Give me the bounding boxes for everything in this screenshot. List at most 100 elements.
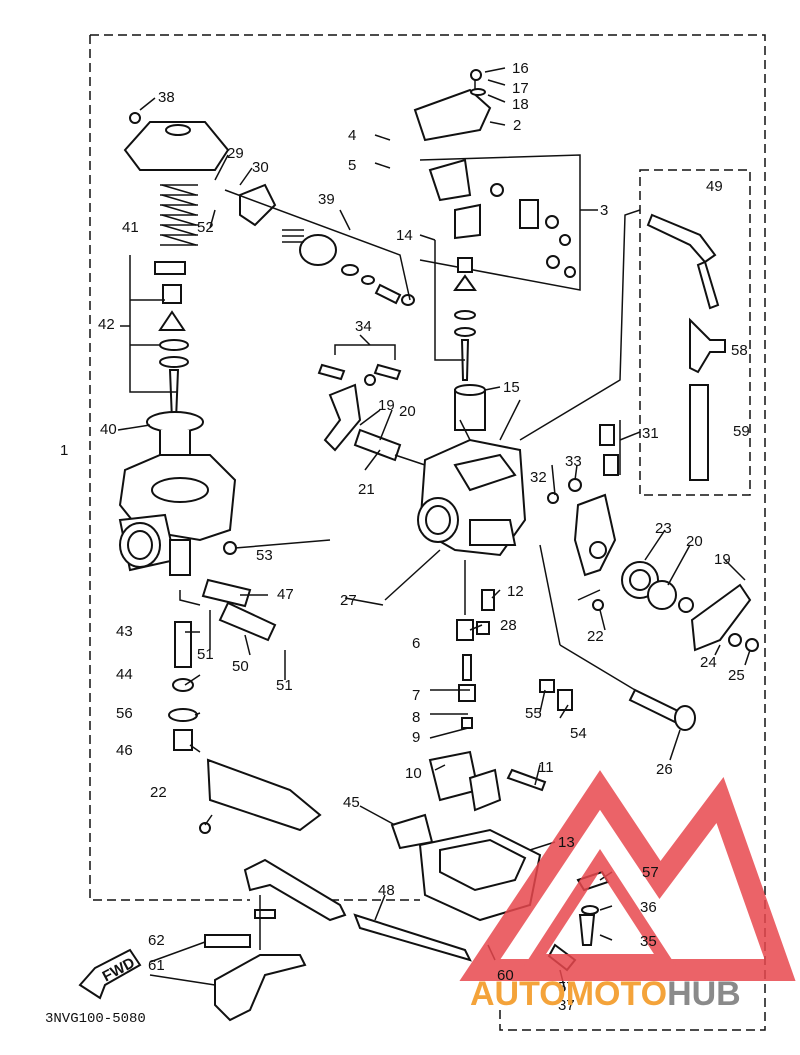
tube-47-50 xyxy=(201,578,277,642)
jets-left-stack xyxy=(168,621,198,751)
part-label-26: 26 xyxy=(656,761,673,778)
carburetor-main-body xyxy=(417,399,527,557)
part-label-21: 21 xyxy=(358,481,375,498)
part-label-5: 5 xyxy=(348,157,356,174)
part-label-51: 51 xyxy=(276,677,293,694)
part-label-25: 25 xyxy=(728,667,745,684)
hose-group-boundary xyxy=(639,169,751,496)
part-label-12: 12 xyxy=(507,583,524,600)
fwd-arrow xyxy=(78,948,142,1000)
part-label-13: 13 xyxy=(558,834,575,851)
hose-bottom-61-62 xyxy=(204,858,472,1022)
part-label-23: 23 xyxy=(655,520,672,537)
bracket-42 xyxy=(129,255,178,393)
adjust-screw-26 xyxy=(539,544,696,731)
part-label-47: 47 xyxy=(277,586,294,603)
top-cover-2 xyxy=(413,69,492,142)
part-label-4: 4 xyxy=(348,127,356,144)
part-label-58: 58 xyxy=(731,342,748,359)
watermark-logo xyxy=(459,770,796,981)
tube-link xyxy=(179,590,201,606)
drawing-code: 3NVG100-5080 xyxy=(45,1011,146,1027)
spring-23-20 xyxy=(621,561,677,610)
part-label-53: 53 xyxy=(256,547,273,564)
assembly-boundary xyxy=(89,34,766,1031)
part-label-35: 35 xyxy=(640,933,657,950)
part-label-44: 44 xyxy=(116,666,133,683)
part-label-34: 34 xyxy=(355,318,372,335)
part-label-3: 3 xyxy=(600,202,608,219)
part-label-40: 40 xyxy=(100,421,117,438)
part-label-1: 1 xyxy=(60,442,68,459)
float-10 xyxy=(428,750,547,812)
part-label-9: 9 xyxy=(412,729,420,746)
part-label-49: 49 xyxy=(706,178,723,195)
hose-49-58-59 xyxy=(519,209,726,481)
part-label-39: 39 xyxy=(318,191,335,208)
part-label-42: 42 xyxy=(98,316,115,333)
watermark-brand-1: AUTOMOTO xyxy=(470,975,667,1013)
needle-set-14 xyxy=(434,240,477,381)
part-label-22: 22 xyxy=(587,628,604,645)
part-label-31: 31 xyxy=(642,425,659,442)
part-label-41: 41 xyxy=(122,219,139,236)
needle-set-left xyxy=(154,261,189,421)
watermark-brand-2: HUB xyxy=(667,975,741,1013)
screw-set-34 xyxy=(317,344,402,386)
part-label-59: 59 xyxy=(733,423,750,440)
part-label-45: 45 xyxy=(343,794,360,811)
lever-set-3 xyxy=(419,154,581,291)
part-label-7: 7 xyxy=(412,687,420,704)
part-label-55: 55 xyxy=(525,705,542,722)
lever-19-24-25 xyxy=(678,583,759,652)
part-label-17: 17 xyxy=(512,80,529,97)
part-label-61: 61 xyxy=(148,957,165,974)
part-label-19: 19 xyxy=(378,397,395,414)
watermark-wordmark: AUTOMOTOHUB xyxy=(470,975,741,1013)
part-label-22: 22 xyxy=(150,784,167,801)
part-label-54: 54 xyxy=(570,725,587,742)
mounting-bracket xyxy=(206,758,322,832)
part-label-18: 18 xyxy=(512,96,529,113)
part-label-62: 62 xyxy=(148,932,165,949)
part-label-57: 57 xyxy=(642,864,659,881)
right-linkage-31 xyxy=(547,420,621,504)
part-label-19: 19 xyxy=(714,551,731,568)
part-label-2: 2 xyxy=(513,117,521,134)
part-label-37: 37 xyxy=(558,997,575,1014)
part-label-27: 27 xyxy=(340,592,357,609)
part-label-38: 38 xyxy=(158,89,175,106)
jet-column-center xyxy=(456,560,495,729)
diaphragm-cover xyxy=(123,121,230,171)
part-label-46: 46 xyxy=(116,742,133,759)
float-bowl-13 xyxy=(390,813,542,922)
part-label-20: 20 xyxy=(399,403,416,420)
part-label-52: 52 xyxy=(197,219,214,236)
body-lead-27 xyxy=(384,549,441,601)
carburetor-body-left xyxy=(118,454,237,576)
part-label-16: 16 xyxy=(512,60,529,77)
part-label-57: 57 xyxy=(558,979,575,996)
part-label-30: 30 xyxy=(252,159,269,176)
part-label-8: 8 xyxy=(412,709,420,726)
throttle-link-39 xyxy=(224,183,415,306)
throttle-valve-15 xyxy=(454,384,486,431)
part-label-15: 15 xyxy=(503,379,520,396)
part-label-50: 50 xyxy=(232,658,249,675)
part-label-28: 28 xyxy=(500,617,517,634)
part-label-24: 24 xyxy=(700,654,717,671)
part-label-33: 33 xyxy=(565,453,582,470)
part-label-43: 43 xyxy=(116,623,133,640)
part-label-56: 56 xyxy=(116,705,133,722)
spring xyxy=(160,184,198,246)
part-label-29: 29 xyxy=(227,145,244,162)
part-label-32: 32 xyxy=(530,469,547,486)
part-label-36: 36 xyxy=(640,899,657,916)
part-label-10: 10 xyxy=(405,765,422,782)
part-label-20: 20 xyxy=(686,533,703,550)
part-label-11: 11 xyxy=(538,759,554,776)
part-label-14: 14 xyxy=(396,227,413,244)
throttle-shaft-21 xyxy=(323,383,441,471)
